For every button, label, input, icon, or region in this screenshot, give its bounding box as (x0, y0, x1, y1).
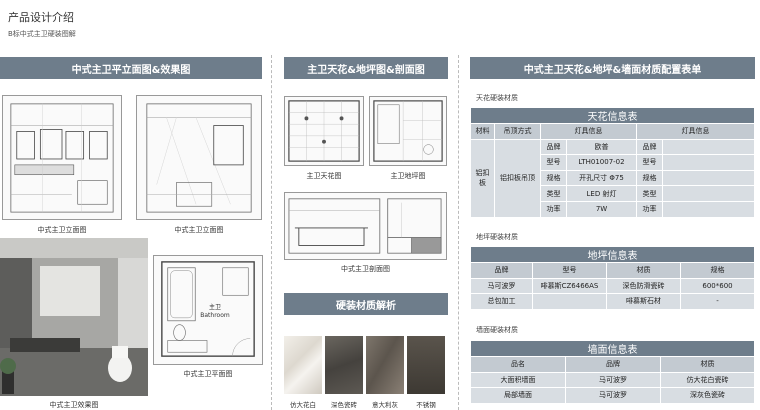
wall-info-table: 墙面信息表 品名 品牌 材质 大面积墙面 马可波罗 仿大花白瓷砖 局部墙面 马可… (470, 340, 755, 404)
plan-room-label: 主卫 Bathroom (195, 304, 235, 320)
ceiling-row-key: 类型 (636, 185, 663, 202)
page-subtitle: B标中式主卫硬装图解 (8, 30, 76, 38)
page-title: 产品设计介绍 (8, 11, 74, 24)
swatch-label-italian-gray: 意大利灰 (372, 401, 398, 409)
ceiling-row-key: 类型 (540, 185, 567, 202)
floor-cell: 马可波罗 (470, 277, 533, 295)
ceiling-row-value (662, 154, 755, 171)
section-header-middle: 主卫天花&地坪图&剖面图 (284, 57, 448, 79)
wall-section-label: 墙面硬装材质 (476, 326, 518, 334)
floor-cell: 啡慕斯CZ6466AS (532, 277, 607, 295)
wall-cell: 仿大花白瓷砖 (660, 371, 755, 389)
floor-header-spec: 规格 (680, 262, 755, 279)
swatch-label-marble: 仿大花白 (290, 401, 316, 409)
floor-cell: 啡慕斯石材 (606, 293, 681, 310)
ceiling-row-key: 品牌 (636, 138, 663, 156)
section-header-left: 中式主卫平立面图&效果图 (0, 57, 262, 79)
ceiling-row-key: 型号 (636, 154, 663, 171)
floor-cell (532, 293, 607, 310)
swatch-dark-tile (325, 336, 363, 394)
wall-table-title: 墙面信息表 (470, 340, 755, 357)
section-header-materials: 硬装材质解析 (284, 293, 448, 315)
ceiling-drawing (284, 96, 364, 166)
floor-section-label: 地坪硬装材质 (476, 233, 518, 241)
swatch-stainless (407, 336, 445, 394)
ceiling-row-value: 开孔尺寸 Φ75 (566, 169, 637, 187)
ceiling-row-value (662, 185, 755, 202)
caption-ceiling: 主卫天花图 (306, 172, 342, 180)
wall-header-material: 材质 (660, 356, 755, 373)
ceiling-row-value: 欧普 (566, 138, 637, 156)
bathroom-render-image (0, 238, 148, 396)
ceiling-row-value: LTH01007-02 (566, 154, 637, 171)
caption-elevation-1: 中式主卫立面图 (37, 226, 87, 234)
swatch-label-dark-tile: 深色瓷砖 (331, 401, 357, 409)
floor-info-table: 地坪信息表 品牌 型号 材质 规格 马可波罗 啡慕斯CZ6466AS 深色防滑瓷… (470, 246, 755, 310)
divider-right (458, 55, 459, 410)
plan-drawing (153, 255, 263, 365)
wall-cell: 大面积墙面 (470, 371, 566, 389)
caption-floor: 主卫地坪图 (390, 172, 426, 180)
section-drawing (284, 192, 447, 260)
floor-cell: - (680, 293, 755, 310)
floor-header-material: 材质 (606, 262, 681, 279)
floor-header-model: 型号 (532, 262, 607, 279)
wall-cell: 马可波罗 (565, 371, 661, 389)
floor-cell: 总包加工 (470, 293, 533, 310)
ceiling-row-key: 功率 (636, 200, 663, 218)
floor-drawing (369, 96, 447, 166)
elevation-drawing-1 (2, 95, 122, 220)
ceiling-section-label: 天花硬装材质 (476, 94, 518, 102)
ceiling-method-cell: 铝扣板吊顶 (494, 138, 541, 218)
ceiling-info-table: 天花信息表 材料 吊顶方式 灯具信息 灯具信息 铝扣板 铝扣板吊顶 品牌 欧普 … (470, 107, 755, 218)
ceiling-header-material: 材料 (470, 123, 495, 140)
swatch-label-stainless: 不锈钢 (416, 401, 436, 409)
plan-room-label-cn: 主卫 (208, 304, 221, 311)
floor-cell: 深色防滑瓷砖 (606, 277, 681, 295)
floor-table-title: 地坪信息表 (470, 246, 755, 263)
plan-room-label-en: Bathroom (200, 312, 230, 319)
caption-plan: 中式主卫平面图 (183, 370, 233, 378)
floor-cell: 600*600 (680, 277, 755, 295)
section-header-right: 中式主卫天花&地坪&墙面材质配置表单 (470, 57, 755, 79)
divider-left (271, 55, 272, 410)
ceiling-row-value (662, 200, 755, 218)
swatch-marble (284, 336, 322, 394)
floor-header-brand: 品牌 (470, 262, 533, 279)
caption-section: 中式主卫剖面图 (341, 265, 390, 273)
ceiling-material-cell: 铝扣板 (470, 138, 495, 218)
caption-render: 中式主卫效果图 (49, 401, 99, 409)
wall-header-brand: 品牌 (565, 356, 661, 373)
ceiling-row-key: 规格 (540, 169, 567, 187)
ceiling-row-value (662, 169, 755, 187)
ceiling-header-light-1: 灯具信息 (540, 123, 637, 140)
ceiling-header-light-2: 灯具信息 (636, 123, 755, 140)
wall-cell: 局部墙面 (470, 387, 566, 404)
swatch-italian-gray (366, 336, 404, 394)
ceiling-row-value (662, 138, 755, 156)
wall-cell: 深灰色瓷砖 (660, 387, 755, 404)
ceiling-row-key: 品牌 (540, 138, 567, 156)
ceiling-row-key: 型号 (540, 154, 567, 171)
caption-elevation-2: 中式主卫立面图 (174, 226, 224, 234)
ceiling-row-key: 规格 (636, 169, 663, 187)
ceiling-header-method: 吊顶方式 (494, 123, 541, 140)
ceiling-row-value: 7W (566, 200, 637, 218)
elevation-drawing-2 (136, 95, 262, 220)
wall-cell: 马可波罗 (565, 387, 661, 404)
wall-header-name: 品名 (470, 356, 566, 373)
ceiling-row-key: 功率 (540, 200, 567, 218)
ceiling-table-title: 天花信息表 (470, 107, 755, 124)
ceiling-row-value: LED 射灯 (566, 185, 637, 202)
